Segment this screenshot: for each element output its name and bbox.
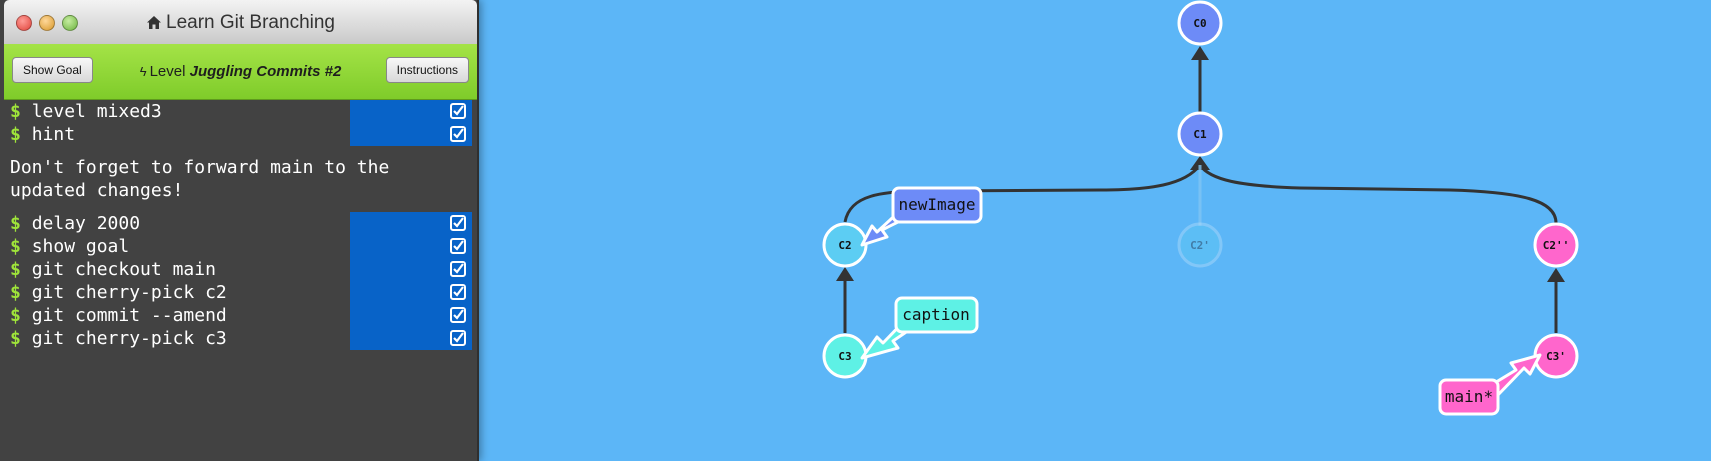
command-line: $ git commit --amend — [10, 304, 472, 327]
commit-label: C2 — [838, 239, 851, 252]
command-line: $ level mixed3 — [10, 100, 472, 123]
command-text: git commit --amend — [31, 305, 227, 326]
command-line: $ delay 2000 — [10, 212, 472, 235]
prompt-symbol: $ — [10, 305, 21, 326]
command-line: $ hint — [10, 123, 472, 146]
minimize-window-button[interactable] — [39, 15, 55, 31]
arrowhead-c2 — [836, 267, 854, 281]
status-cell — [350, 304, 472, 327]
prompt-symbol: $ — [10, 124, 21, 145]
level-name: Juggling Commits #2 — [189, 63, 342, 80]
checkbox-icon — [450, 103, 466, 119]
commit-node-c2[interactable]: C2 — [822, 222, 868, 268]
branch-newimage[interactable]: newImage — [860, 186, 983, 247]
command-line: $ show goal — [10, 235, 472, 258]
branch-label: newImage — [898, 195, 975, 214]
checkbox-icon — [450, 261, 466, 277]
branch-label: main* — [1445, 387, 1493, 406]
commit-node-c1[interactable]: C1 — [1177, 111, 1223, 157]
commit-node-c2pp[interactable]: C2'' — [1533, 222, 1579, 268]
show-goal-button[interactable]: Show Goal — [12, 57, 93, 83]
arrowhead-c2pp — [1547, 268, 1565, 282]
branch-main[interactable]: main* — [1438, 353, 1542, 416]
command-text: show goal — [31, 236, 130, 257]
command-text: git cherry-pick c2 — [31, 282, 227, 303]
level-prefix: Level — [149, 63, 186, 80]
commit-node-c2-ghost: C2' — [1177, 222, 1223, 268]
checkbox-icon — [450, 284, 466, 300]
status-cell — [350, 281, 472, 304]
status-cell — [350, 123, 472, 146]
command-line: $ git checkout main — [10, 258, 472, 281]
commit-node-c3p[interactable]: C3' — [1533, 333, 1579, 379]
window-titlebar: Learn Git Branching — [4, 0, 477, 45]
commit-label: C1 — [1193, 128, 1207, 141]
command-history-bottom: $ delay 2000 $ show goal $ git checkout … — [10, 212, 472, 350]
commit-label: C2'' — [1543, 239, 1570, 252]
status-cell — [350, 100, 472, 123]
home-icon — [147, 16, 161, 29]
prompt-symbol: $ — [10, 282, 21, 303]
commit-node-c3[interactable]: C3 — [822, 333, 868, 379]
command-text: hint — [31, 124, 76, 145]
bolt-icon: ϟ — [139, 64, 147, 79]
status-cell — [350, 258, 472, 281]
checkbox-icon — [450, 215, 466, 231]
checkbox-icon — [450, 307, 466, 323]
command-text: git checkout main — [31, 259, 216, 280]
command-line: $ git cherry-pick c3 — [10, 327, 472, 350]
prompt-symbol: $ — [10, 213, 21, 234]
arrowhead-c1 — [1190, 156, 1210, 170]
commit-edges — [836, 46, 1565, 333]
command-text: git cherry-pick c3 — [31, 328, 227, 349]
edge-c2-c1 — [843, 164, 1202, 223]
command-text: level mixed3 — [31, 101, 162, 122]
command-history-top: $ level mixed3 $ hint — [10, 100, 472, 146]
hint-message: Don't forget to forward main to the upda… — [10, 157, 390, 201]
close-window-button[interactable] — [16, 15, 32, 31]
maximize-window-button[interactable] — [62, 15, 78, 31]
branch-caption[interactable]: caption — [860, 296, 979, 360]
window-title-text: Learn Git Branching — [166, 12, 335, 33]
prompt-symbol: $ — [10, 259, 21, 280]
commit-label: C3' — [1546, 350, 1566, 363]
prompt-symbol: $ — [10, 101, 21, 122]
commit-node-c0[interactable]: C0 — [1177, 0, 1223, 46]
checkbox-icon — [450, 126, 466, 142]
command-line: $ git cherry-pick c2 — [10, 281, 472, 304]
status-cell — [350, 212, 472, 235]
command-text: delay 2000 — [31, 213, 141, 234]
prompt-symbol: $ — [10, 236, 21, 257]
checkbox-icon — [450, 238, 466, 254]
window-title: Learn Git Branching — [4, 12, 477, 34]
commit-label: C3 — [838, 350, 851, 363]
status-cell — [350, 235, 472, 258]
prompt-symbol: $ — [10, 328, 21, 349]
checkbox-icon — [450, 330, 466, 346]
status-cell — [350, 327, 472, 350]
branch-label: caption — [902, 305, 969, 324]
instructions-button[interactable]: Instructions — [385, 57, 469, 83]
commit-label: C2' — [1190, 239, 1210, 252]
branch-arrow — [1486, 353, 1542, 399]
edge-c2pp-c1 — [1198, 164, 1558, 224]
commit-label: C0 — [1193, 17, 1206, 30]
arrowhead-c0 — [1191, 46, 1209, 60]
